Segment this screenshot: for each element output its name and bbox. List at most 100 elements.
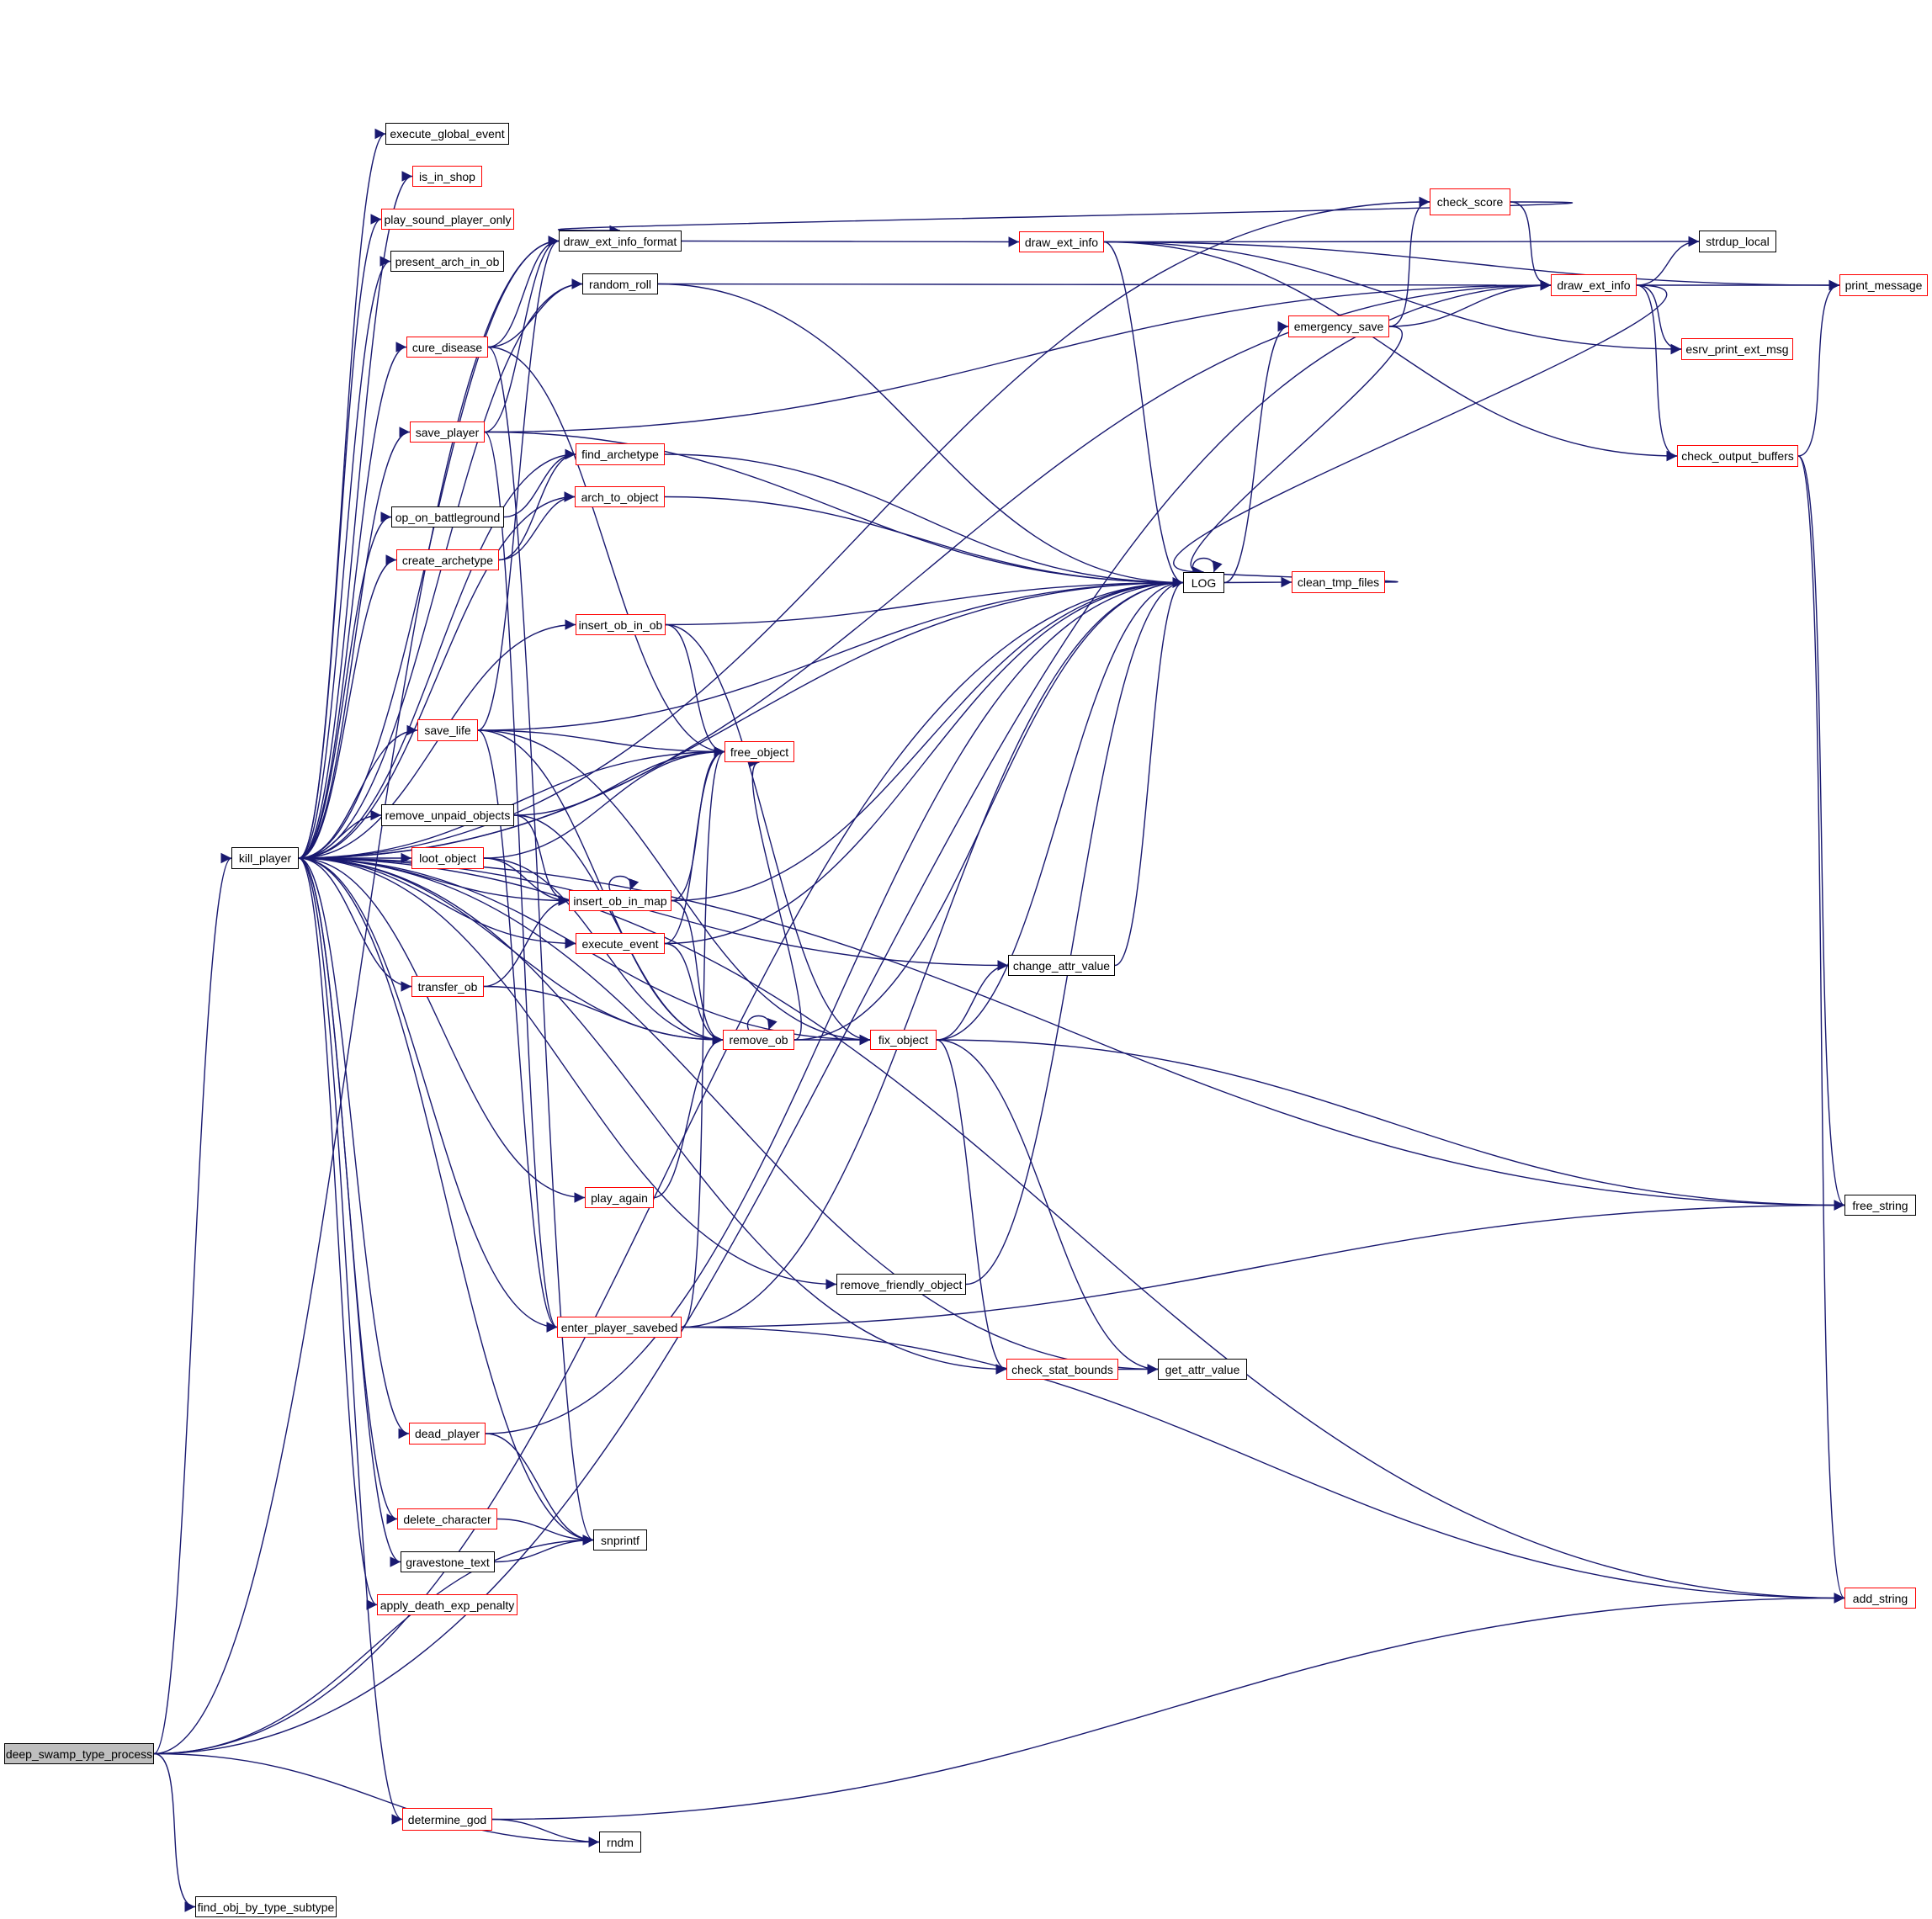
node-is-in-shop[interactable]: is_in_shop [412,166,482,187]
node-get-attr-value[interactable]: get_attr_value [1158,1359,1247,1380]
node-check-stat-bounds[interactable]: check_stat_bounds [1006,1359,1118,1380]
node-find-obj-by-type-subtype[interactable]: find_obj_by_type_subtype [195,1896,337,1917]
edge-kill-player-to-execute-global-event [298,128,386,859]
node-label: draw_ext_info [1024,235,1099,249]
edge-deep-swamp-type-process-to-draw-ext-info-format [153,236,560,1755]
node-determine-god[interactable]: determine_god [402,1808,492,1831]
edge-save-player-to-enter-player-savebed [484,431,558,1333]
node-save-player[interactable]: save_player [410,421,485,443]
node-change-attr-value[interactable]: change_attr_value [1008,955,1115,976]
edge-create-archetype-to-arch-to-object [498,491,576,561]
edge-random-roll-to-draw-ext-info [657,279,1552,291]
node-remove-unpaid-objects[interactable]: remove_unpaid_objects [381,804,514,826]
edge-fix-object-to-change-attr-value [936,960,1009,1041]
node-clean-tmp-files[interactable]: clean_tmp_files [1292,571,1385,593]
edge-kill-player-to-apply-death-exp-penalty [298,857,378,1610]
node-label: present_arch_in_ob [395,254,500,268]
node-play-sound-player-only[interactable]: play_sound_player_only [381,209,514,230]
node-label: find_obj_by_type_subtype [197,1900,335,1914]
node-snprintf[interactable]: snprintf [593,1529,647,1551]
edge-change-attr-value-to-LOG [1114,577,1184,967]
node-deep-swamp-type-process[interactable]: deep_swamp_type_process [4,1743,154,1764]
node-label: play_sound_player_only [384,212,512,226]
node-arch-to-object[interactable]: arch_to_object [575,486,665,507]
node-kill-player[interactable]: kill_player [231,847,299,869]
node-label: rndm [607,1835,634,1849]
node-save-life[interactable]: save_life [417,719,478,741]
node-cure-disease[interactable]: cure_disease [406,337,488,358]
node-loot-object[interactable]: loot_object [411,847,484,869]
edge-fix-object-to-check-stat-bounds [936,1039,1007,1375]
node-enter-player-savebed[interactable]: enter_player_savebed [557,1317,682,1338]
edge-save-player-to-draw-ext-info-format [484,236,560,433]
node-print-message[interactable]: print_message [1839,274,1928,296]
node-label: random_roll [589,277,651,291]
node-delete-character[interactable]: delete_character [397,1508,497,1529]
edge-kill-player-to-enter-player-savebed [298,857,558,1333]
node-label: strdup_local [1706,235,1770,248]
node-apply-death-exp-penalty[interactable]: apply_death_exp_penalty [377,1594,518,1615]
node-free-string[interactable]: free_string [1844,1195,1916,1216]
node-label: cure_disease [411,340,483,354]
node-op-on-battleground[interactable]: op_on_battleground [391,506,504,527]
node-label: kill_player [238,851,292,865]
edge-kill-player-to-play-again [298,857,586,1203]
node-create-archetype[interactable]: create_archetype [396,549,499,570]
node-present-arch-in-ob[interactable]: present_arch_in_ob [390,251,504,272]
node-check-score[interactable]: check_score [1430,188,1510,215]
edge-kill-player-to-transfer-ob [298,857,412,992]
node-fix-object[interactable]: fix_object [870,1030,937,1050]
node-label: esrv_print_ext_msg [1685,342,1789,356]
node-remove-ob[interactable]: remove_ob [723,1030,794,1050]
edge-kill-player-to-check-score [298,196,1430,859]
node-log[interactable]: LOG [1183,572,1224,593]
edge-kill-player-to-snprintf [298,857,594,1545]
edge-arch-to-object-to-LOG [664,496,1184,588]
edge-kill-player-to-random-roll [298,278,583,859]
node-label: enter_player_savebed [560,1320,678,1334]
edge-transfer-ob-to-remove-ob [483,985,724,1046]
node-remove-friendly-object[interactable]: remove_friendly_object [836,1274,966,1295]
edge-kill-player-to-get-attr-value [298,857,1159,1375]
node-label: delete_character [403,1512,491,1526]
edge-find-archetype-to-LOG [664,453,1184,588]
node-play-again[interactable]: play_again [585,1187,654,1208]
edge-save-life-to-LOG [477,577,1184,731]
node-label: remove_ob [729,1033,788,1047]
node-esrv-print-ext-msg[interactable]: esrv_print_ext_msg [1681,338,1793,360]
node-draw-ext-info[interactable]: draw_ext_info [1551,274,1637,296]
node-label: is_in_shop [419,169,475,183]
node-insert-ob-in-map[interactable]: insert_ob_in_map [569,890,671,911]
node-draw-ext-info-format[interactable]: draw_ext_info_format [559,231,682,252]
edge-insert-ob-in-ob-to-LOG [665,577,1184,626]
node-find-archetype[interactable]: find_archetype [576,443,665,465]
edge-fix-object-to-free-string [936,1039,1845,1211]
node-execute-event[interactable]: execute_event [576,933,665,954]
node-dead-player[interactable]: dead_player [409,1423,486,1445]
node-label: check_score [1436,195,1504,209]
node-gravestone-text[interactable]: gravestone_text [401,1551,495,1572]
node-draw-ext-info-mid[interactable]: draw_ext_info [1019,231,1104,252]
edge-execute-event-to-LOG [664,577,1184,945]
node-label: apply_death_exp_penalty [380,1598,515,1612]
edge-kill-player-to-check-stat-bounds [298,857,1007,1375]
node-strdup-local[interactable]: strdup_local [1699,231,1776,252]
edge-check-score-to-draw-ext-info [1510,201,1552,291]
node-random-roll[interactable]: random_roll [582,273,658,294]
node-insert-ob-in-ob[interactable]: insert_ob_in_ob [576,614,666,635]
node-label: gravestone_text [406,1555,490,1569]
node-add-string[interactable]: add_string [1844,1588,1916,1609]
edge-check-output-buffers-to-add-string [1797,455,1845,1604]
edge-loot-object-to-free-object [483,746,725,859]
node-execute-global-event[interactable]: execute_global_event [385,123,509,145]
edge-cure-disease-to-free-object [487,346,725,757]
edge-emergency-save-to-draw-ext-info [1388,279,1552,327]
edge-draw-ext-info-mid-to-print-message [1103,241,1840,291]
node-check-output-buffers[interactable]: check_output_buffers [1677,445,1798,467]
edge-kill-player-to-present-arch-in-ob [298,256,391,859]
node-emergency-save[interactable]: emergency_save [1288,315,1389,337]
node-transfer-ob[interactable]: transfer_ob [411,976,484,997]
node-rndm[interactable]: rndm [599,1832,641,1853]
node-free-object[interactable]: free_object [724,741,794,762]
edge-kill-player-to-remove-friendly-object [298,857,837,1290]
